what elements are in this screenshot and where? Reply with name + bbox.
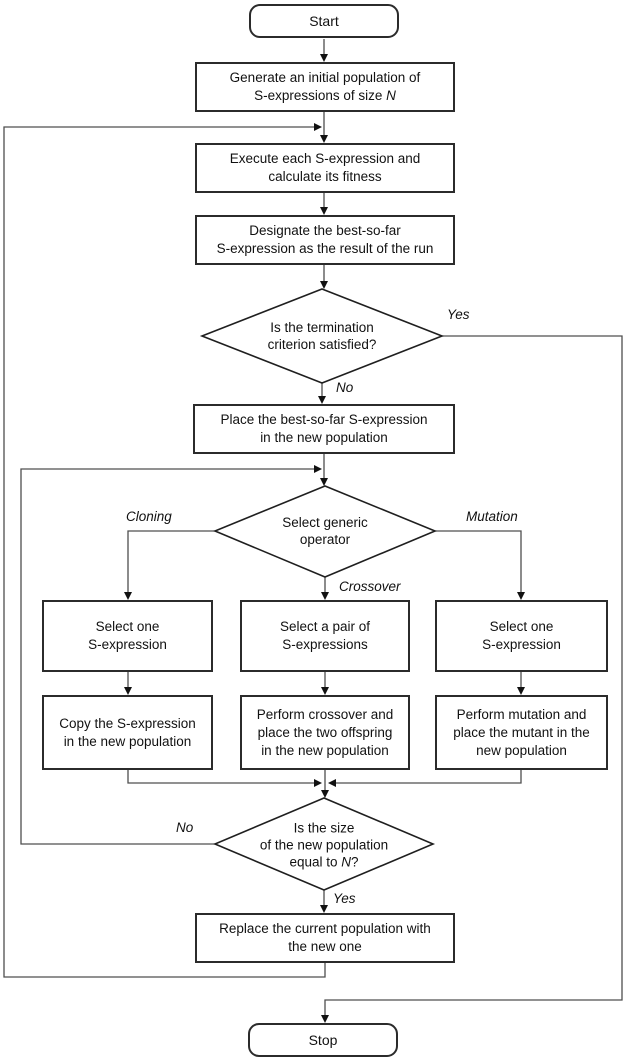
edge-generation-loop (3, 126, 326, 978)
node-select-one-cloning-label: Select one S-expression (88, 619, 167, 652)
decision-termination-label: Is the termination criterion satisfied? (267, 320, 377, 352)
node-stop-label: Stop (308, 1032, 338, 1048)
edge-label-no-size: No (176, 820, 194, 835)
node-execute-fitness: Execute each S-expression and calculate … (195, 143, 455, 193)
edge-cloning (127, 530, 215, 598)
node-select-one-mutation-label: Select one S-expression (482, 619, 561, 652)
node-copy-expression: Copy the S-expression in the new populat… (42, 695, 213, 770)
node-start: Start (249, 4, 399, 38)
node-replace-population: Replace the current population with the … (195, 913, 455, 963)
node-copy-expression-label: Copy the S-expression in the new populat… (59, 715, 196, 749)
node-select-one-cloning: Select one S-expression (42, 600, 213, 672)
node-replace-population-label: Replace the current population with the … (219, 921, 431, 954)
edge-label-yes-size: Yes (333, 891, 356, 906)
node-stop: Stop (248, 1023, 398, 1057)
edge-label-cloning: Cloning (126, 509, 172, 524)
node-generate-label: Generate an initial population of S-expr… (229, 70, 421, 103)
node-perform-mutation: Perform mutation and place the mutant in… (435, 695, 608, 770)
decision-operator-diamond (212, 485, 438, 578)
node-designate-best: Designate the best-so-far S-expression a… (195, 215, 455, 265)
node-place-best: Place the best-so-far S-expression in th… (193, 404, 455, 454)
edge-mutation (435, 530, 522, 598)
node-perform-crossover-label: Perform crossover and place the two offs… (256, 706, 394, 758)
node-select-one-mutation: Select one S-expression (435, 600, 608, 672)
edge-label-no-termination: No (336, 380, 354, 395)
decision-size-diamond (212, 797, 436, 891)
decision-operator-label: Select generic operator (282, 515, 368, 547)
decision-size-label: Is the size of the new population equal … (259, 820, 389, 870)
edge-no-size-loop (20, 468, 314, 845)
node-start-label: Start (309, 13, 339, 29)
node-execute-label: Execute each S-expression and calculate … (229, 151, 421, 184)
node-place-best-label: Place the best-so-far S-expression in th… (220, 412, 428, 445)
node-select-pair: Select a pair of S-expressions (240, 600, 410, 672)
arrowheads (124, 54, 525, 1023)
node-generate-population: Generate an initial population of S-expr… (195, 62, 455, 112)
edge-label-crossover: Crossover (339, 579, 401, 594)
edge-label-yes-termination: Yes (447, 307, 470, 322)
edge-yes-termination (324, 335, 623, 1021)
decision-termination-diamond (199, 288, 445, 384)
node-perform-mutation-label: Perform mutation and place the mutant in… (453, 706, 590, 758)
node-perform-crossover: Perform crossover and place the two offs… (240, 695, 410, 770)
edge-label-mutation: Mutation (466, 509, 518, 524)
node-select-pair-label: Select a pair of S-expressions (279, 619, 371, 652)
node-designate-label: Designate the best-so-far S-expression a… (216, 223, 434, 256)
